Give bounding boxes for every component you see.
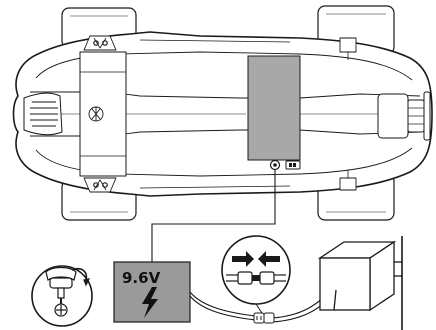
front-axle-plate	[79, 51, 127, 177]
plug-connector-icon	[226, 251, 286, 285]
lightning-bolt-icon	[142, 287, 158, 318]
steering-emblem	[88, 106, 104, 122]
charging-port	[269, 159, 281, 171]
battery-pack: 9.6V	[113, 261, 191, 323]
screwdriver-inset	[31, 265, 93, 327]
connector-inset	[221, 235, 291, 314]
rear-axle	[339, 37, 357, 53]
screwdriver-icon	[45, 266, 91, 304]
battery-voltage-label: 9.6V	[122, 269, 161, 287]
wall-adapter	[317, 236, 403, 330]
front-vent	[23, 92, 63, 136]
car-underside	[12, 5, 433, 221]
power-switch	[285, 160, 301, 170]
cable-connector-plug	[253, 312, 275, 324]
rear-bumper	[377, 91, 431, 141]
battery-compartment	[247, 55, 301, 161]
